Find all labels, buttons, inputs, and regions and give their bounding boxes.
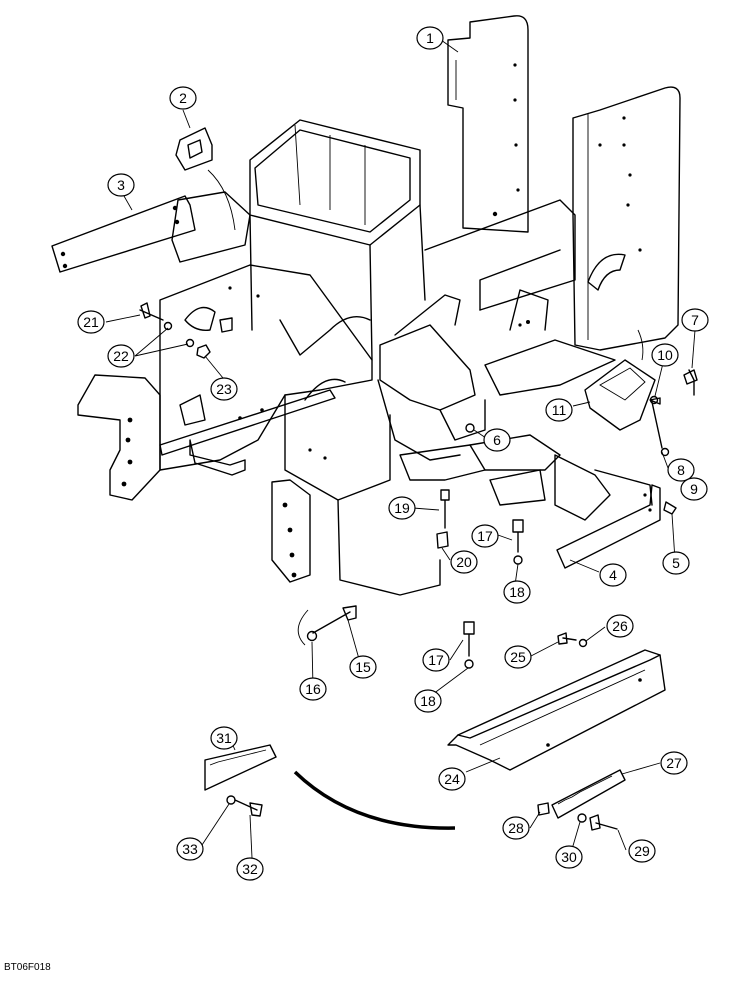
svg-text:29: 29 <box>634 843 650 859</box>
right-side-plate <box>572 86 681 351</box>
callout-16: 16 <box>299 677 327 701</box>
callout-26: 26 <box>606 614 634 638</box>
callout-29: 29 <box>628 839 656 863</box>
svg-text:30: 30 <box>561 849 577 865</box>
svg-text:6: 6 <box>493 432 501 448</box>
svg-text:18: 18 <box>509 584 525 600</box>
svg-text:18: 18 <box>420 693 436 709</box>
svg-text:10: 10 <box>657 347 673 363</box>
part-2-bracket <box>171 127 251 263</box>
callout-19: 19 <box>388 496 416 520</box>
svg-text:8: 8 <box>677 462 685 478</box>
svg-text:21: 21 <box>83 314 99 330</box>
callout-6: 6 <box>483 428 511 452</box>
callout-21: 21 <box>77 310 105 334</box>
part-27-seal-strip <box>551 769 626 819</box>
svg-text:9: 9 <box>690 481 698 497</box>
callout-32: 32 <box>236 857 264 881</box>
svg-text:19: 19 <box>394 500 410 516</box>
callout-30: 30 <box>555 845 583 869</box>
drawing-id-label: BT06F018 <box>4 962 51 973</box>
callout-9: 9 <box>680 477 708 501</box>
svg-text:15: 15 <box>355 659 371 675</box>
callout-11: 11 <box>545 398 573 422</box>
callout-15: 15 <box>349 655 377 679</box>
callout-10: 10 <box>651 343 679 367</box>
svg-text:3: 3 <box>117 177 125 193</box>
callout-18-upper: 18 <box>503 580 531 604</box>
part-11-mount-block <box>584 329 656 431</box>
svg-text:27: 27 <box>666 755 682 771</box>
svg-text:33: 33 <box>182 841 198 857</box>
callout-18-lower: 18 <box>414 689 442 713</box>
leader-lines <box>105 39 696 859</box>
callout-31: 31 <box>210 726 238 750</box>
part-3-flat-bar <box>51 195 196 273</box>
part-1-upright-plate <box>447 15 529 233</box>
svg-text:11: 11 <box>552 402 567 418</box>
part-31-seal-strip <box>204 744 277 791</box>
svg-text:7: 7 <box>691 312 699 328</box>
callout-3: 3 <box>107 173 135 197</box>
svg-text:2: 2 <box>179 90 187 106</box>
callout-22: 22 <box>107 344 135 368</box>
part-24-cover-panel <box>447 649 666 771</box>
svg-text:20: 20 <box>456 554 472 570</box>
svg-text:31: 31 <box>216 730 232 746</box>
callout-8: 8 <box>667 458 695 482</box>
callout-20: 20 <box>450 550 478 574</box>
svg-text:24: 24 <box>444 771 460 787</box>
callout-25: 25 <box>504 645 532 669</box>
part-4-angle-bar <box>556 469 661 569</box>
callout-17-upper: 17 <box>471 524 499 548</box>
svg-text:1: 1 <box>426 30 434 46</box>
assembly-curve-lower <box>297 609 309 646</box>
callout-1: 1 <box>416 26 444 50</box>
callout-28: 28 <box>502 816 530 840</box>
svg-text:4: 4 <box>609 567 617 583</box>
callout-24: 24 <box>438 767 466 791</box>
svg-text:26: 26 <box>612 618 628 634</box>
callout-4: 4 <box>599 563 627 587</box>
assembly-curve-arrow <box>293 770 456 830</box>
svg-text:32: 32 <box>242 861 258 877</box>
callout-33: 33 <box>176 837 204 861</box>
svg-text:28: 28 <box>508 820 524 836</box>
callout-2: 2 <box>169 86 197 110</box>
svg-text:16: 16 <box>305 681 321 697</box>
hardware <box>139 302 698 831</box>
callout-23: 23 <box>210 377 238 401</box>
callout-7: 7 <box>681 308 709 332</box>
svg-text:17: 17 <box>477 528 493 544</box>
callout-27: 27 <box>660 751 688 775</box>
callout-17-lower: 17 <box>422 648 450 672</box>
svg-text:5: 5 <box>672 555 680 571</box>
svg-text:23: 23 <box>216 381 232 397</box>
svg-text:22: 22 <box>113 348 129 364</box>
main-frame <box>77 119 616 596</box>
svg-text:25: 25 <box>510 649 526 665</box>
callout-5: 5 <box>662 551 690 575</box>
svg-text:17: 17 <box>428 652 444 668</box>
